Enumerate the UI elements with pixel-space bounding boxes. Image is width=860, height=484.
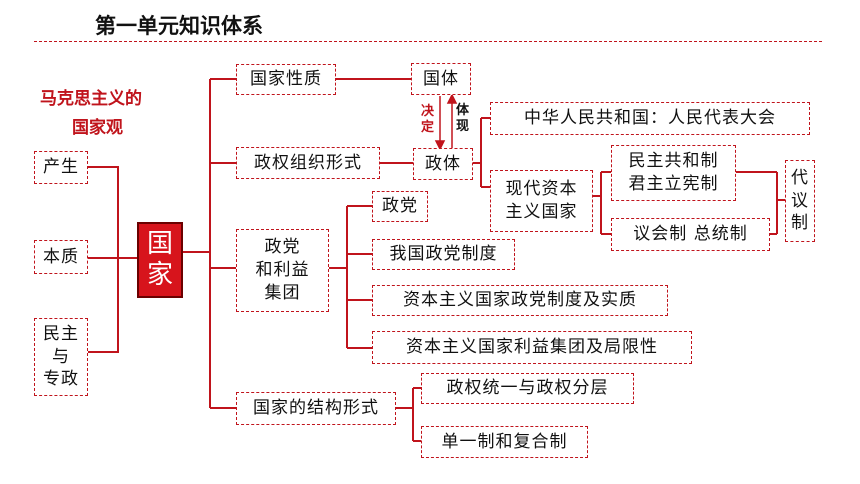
node-tongyi-fenceng: 政权统一与政权分层 (421, 373, 634, 404)
node-daiyi: 代 议 制 (785, 160, 815, 242)
page-title: 第一单元知识体系 (95, 14, 263, 38)
node-chansheng: 产生 (34, 151, 88, 184)
branch-jiegou-xingshi: 国家的结构形式 (236, 392, 396, 425)
branch-guojia-xingzhi: 国家性质 (236, 64, 336, 95)
node-benzhi: 本质 (34, 240, 88, 274)
title-divider (34, 41, 822, 42)
node-minzhu-gonghe: 民主共和制 君主立宪制 (611, 145, 736, 201)
node-yihui-zongtong: 议会制 总统制 (611, 218, 770, 251)
node-danyi-fuhe: 单一制和复合制 (421, 426, 588, 458)
node-zhengdang-zhidu: 我国政党制度 (372, 239, 515, 270)
node-minzhu-zhuanzheng: 民主 与 专政 (34, 318, 88, 396)
branch-zhengdang-liyi: 政党 和利益 集团 (236, 229, 329, 312)
node-ziben-liyi: 资本主义国家利益集团及局限性 (372, 331, 692, 364)
subtitle-line-1: 马克思主义的 (40, 89, 142, 109)
label-jueding: 决 定 (421, 104, 435, 136)
node-xiandai-ziben: 现代资本 主义国家 (490, 170, 593, 232)
label-tixian: 体 现 (456, 103, 470, 135)
center-node-guojia: 国 家 (137, 222, 183, 298)
subtitle-line-2: 国家观 (72, 118, 123, 138)
node-zhonghua: 中华人民共和国：人民代表大会 (490, 102, 810, 135)
node-ziben-zhengdang: 资本主义国家政党制度及实质 (372, 285, 668, 316)
node-guoti: 国体 (411, 63, 471, 95)
branch-zhengquan-zuzhi: 政权组织形式 (236, 147, 380, 179)
node-zhengti: 政体 (413, 148, 473, 180)
node-zhengdang: 政党 (372, 191, 428, 222)
